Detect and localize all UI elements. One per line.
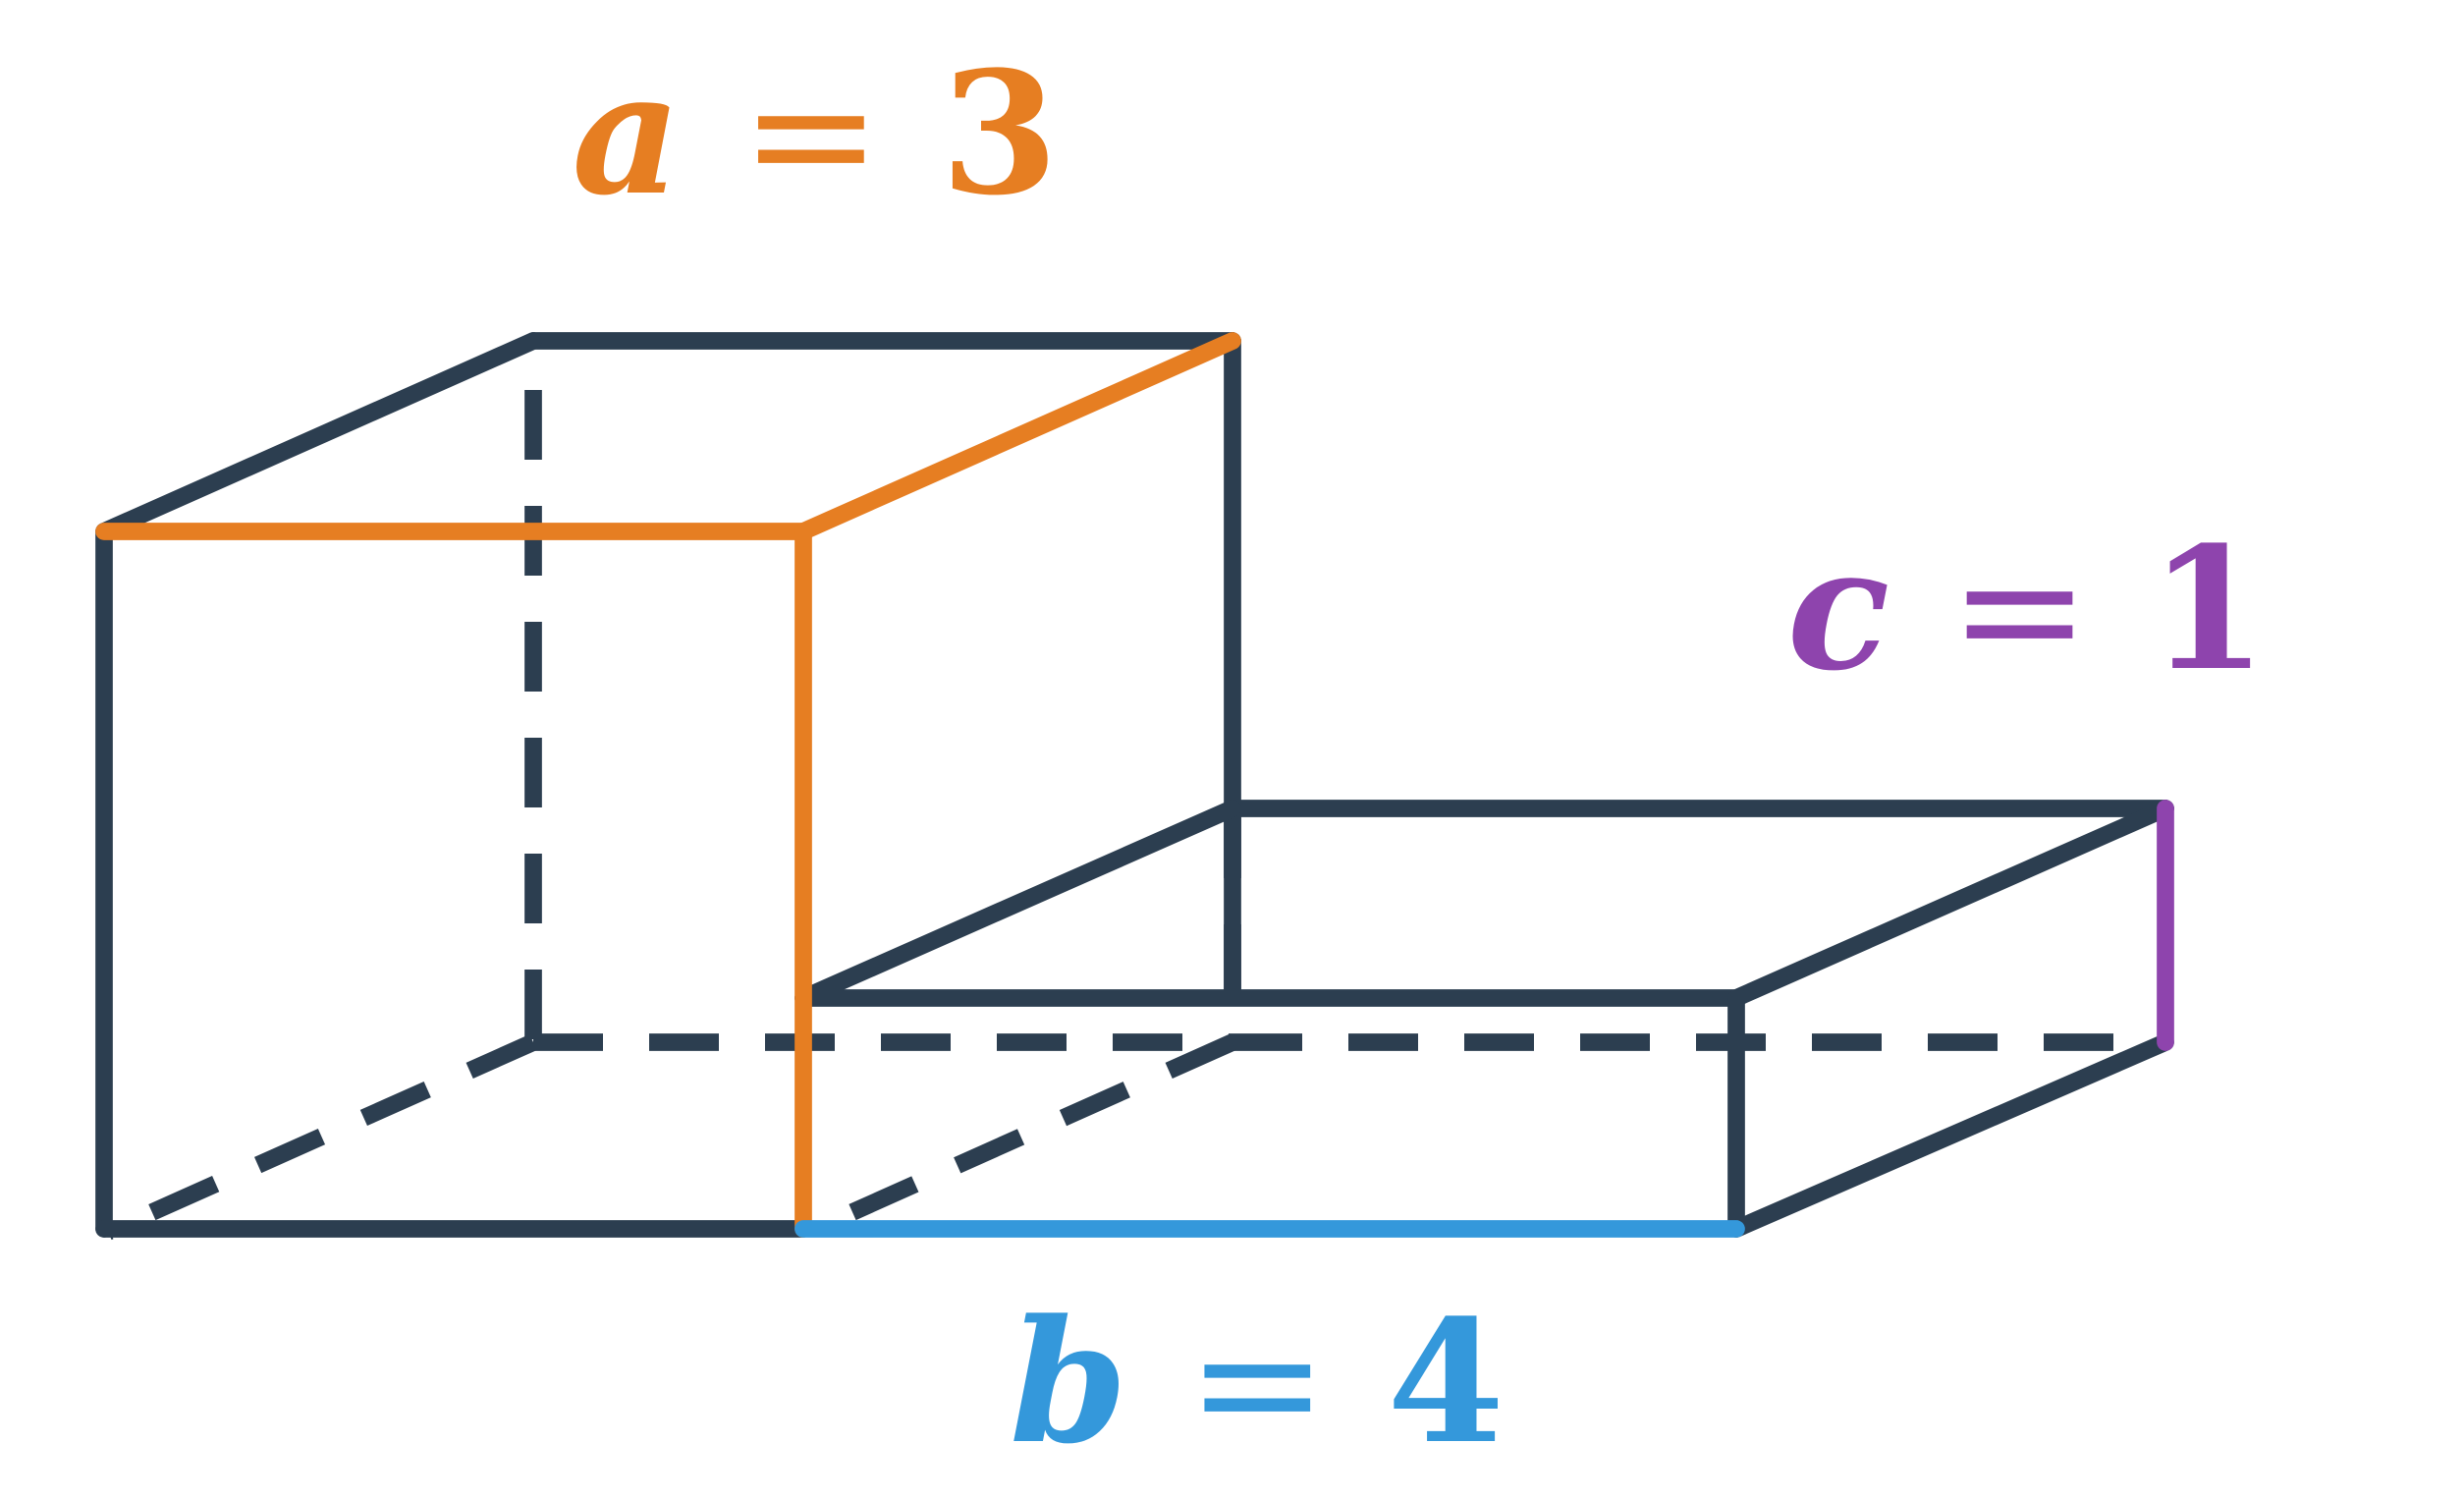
label-c: c = 1: [1787, 509, 2268, 708]
box-edge-bottom-right: [1727, 1033, 2174, 1238]
box-hidden-edge-depth: [849, 1033, 1236, 1221]
highlighted-dimensions: [95, 332, 2174, 1238]
label-a-equals: =: [740, 35, 882, 233]
label-a-value: 3: [941, 33, 1059, 233]
label-b-symbol: b: [1010, 1282, 1127, 1481]
label-a: a = 3: [572, 33, 1058, 233]
dimension-a-edges: [95, 332, 1241, 1238]
label-a-symbol: a: [572, 33, 681, 233]
cube-edge-top-left: [95, 332, 542, 540]
rectangular-box: [794, 800, 2174, 1238]
label-c-symbol: c: [1787, 509, 1890, 708]
cube-hidden-edge-depth: [104, 1033, 537, 1241]
dimension-a-edge-top-right: [794, 332, 1241, 540]
label-c-equals: =: [1948, 511, 2090, 708]
label-b-equals: =: [1186, 1284, 1328, 1481]
dimension-labels: a = 3 b = 4 c = 1: [572, 33, 2267, 1481]
box-edge-top-right: [1727, 800, 2174, 1007]
label-c-value: 1: [2150, 509, 2268, 708]
box-edge-top-left: [794, 800, 1241, 1007]
cube: [95, 332, 1241, 1241]
label-b: b = 4: [1010, 1282, 1505, 1481]
label-b-value: 4: [1387, 1282, 1505, 1481]
